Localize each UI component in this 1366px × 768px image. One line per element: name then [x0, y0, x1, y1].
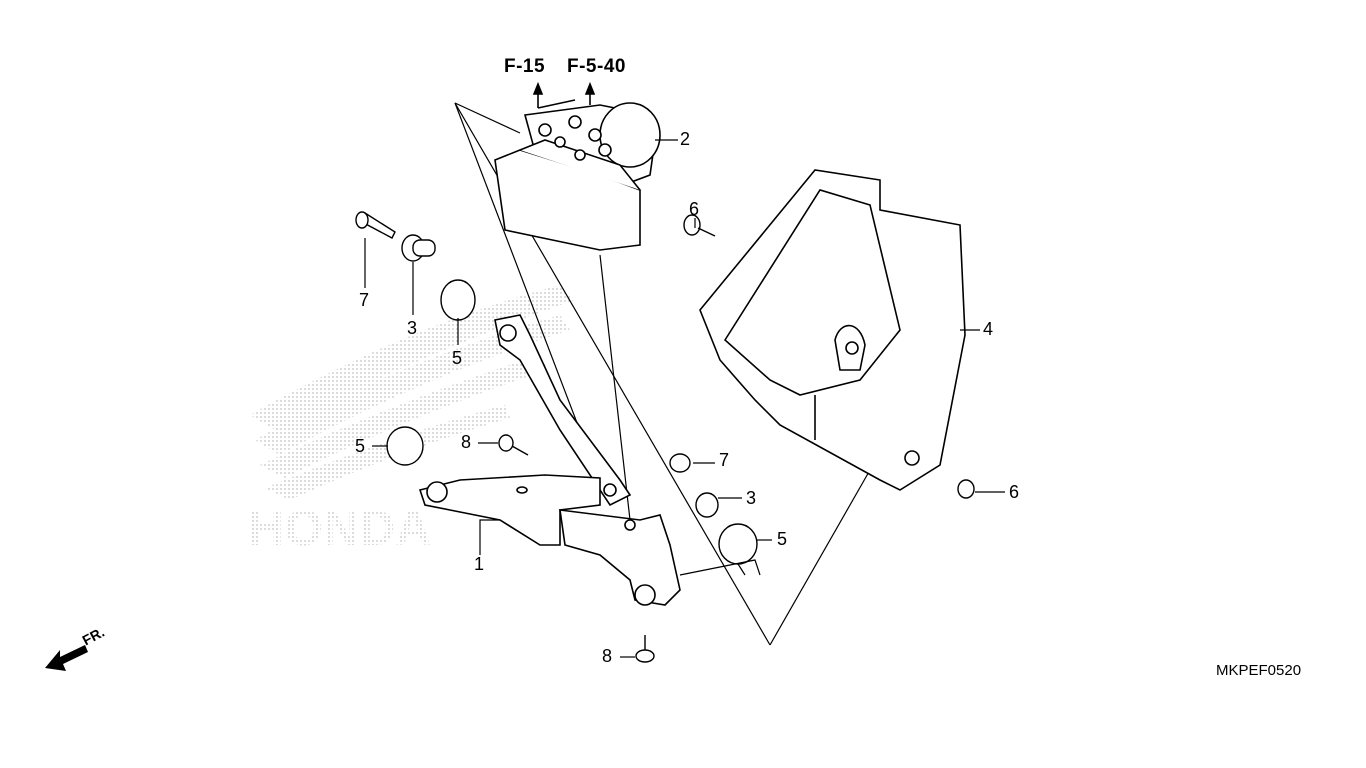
watermark-text: HONDA — [248, 500, 431, 556]
abs-modulator — [494, 81, 661, 251]
callout-6-upper: 6 — [689, 199, 700, 219]
abs-cover — [699, 169, 966, 491]
fasteners — [355, 211, 975, 663]
callout-8-bottom: 8 — [602, 646, 613, 666]
callout-6-lower: 6 — [1009, 482, 1020, 502]
callout-3-upper: 3 — [407, 318, 418, 338]
callout-4: 4 — [983, 319, 994, 339]
callout-8-middle: 8 — [461, 432, 472, 452]
leader-lines — [364, 139, 1005, 658]
callout-5-upper: 5 — [452, 348, 463, 368]
callout-5-right: 5 — [777, 529, 788, 549]
reference-f-15[interactable]: F-15 — [504, 56, 546, 77]
abs-bracket — [418, 314, 681, 606]
diagram-code: MKPEF0520 — [1216, 662, 1302, 679]
callout-3-lower: 3 — [746, 488, 757, 508]
callout-7-lower: 7 — [719, 450, 730, 470]
callout-1: 1 — [474, 554, 485, 574]
callout-2: 2 — [680, 129, 691, 149]
front-arrow-icon — [45, 645, 88, 671]
reference-f-5-40[interactable]: F-5-40 — [567, 56, 626, 77]
callout-5-left: 5 — [355, 436, 366, 456]
callout-7-upper: 7 — [359, 290, 370, 310]
